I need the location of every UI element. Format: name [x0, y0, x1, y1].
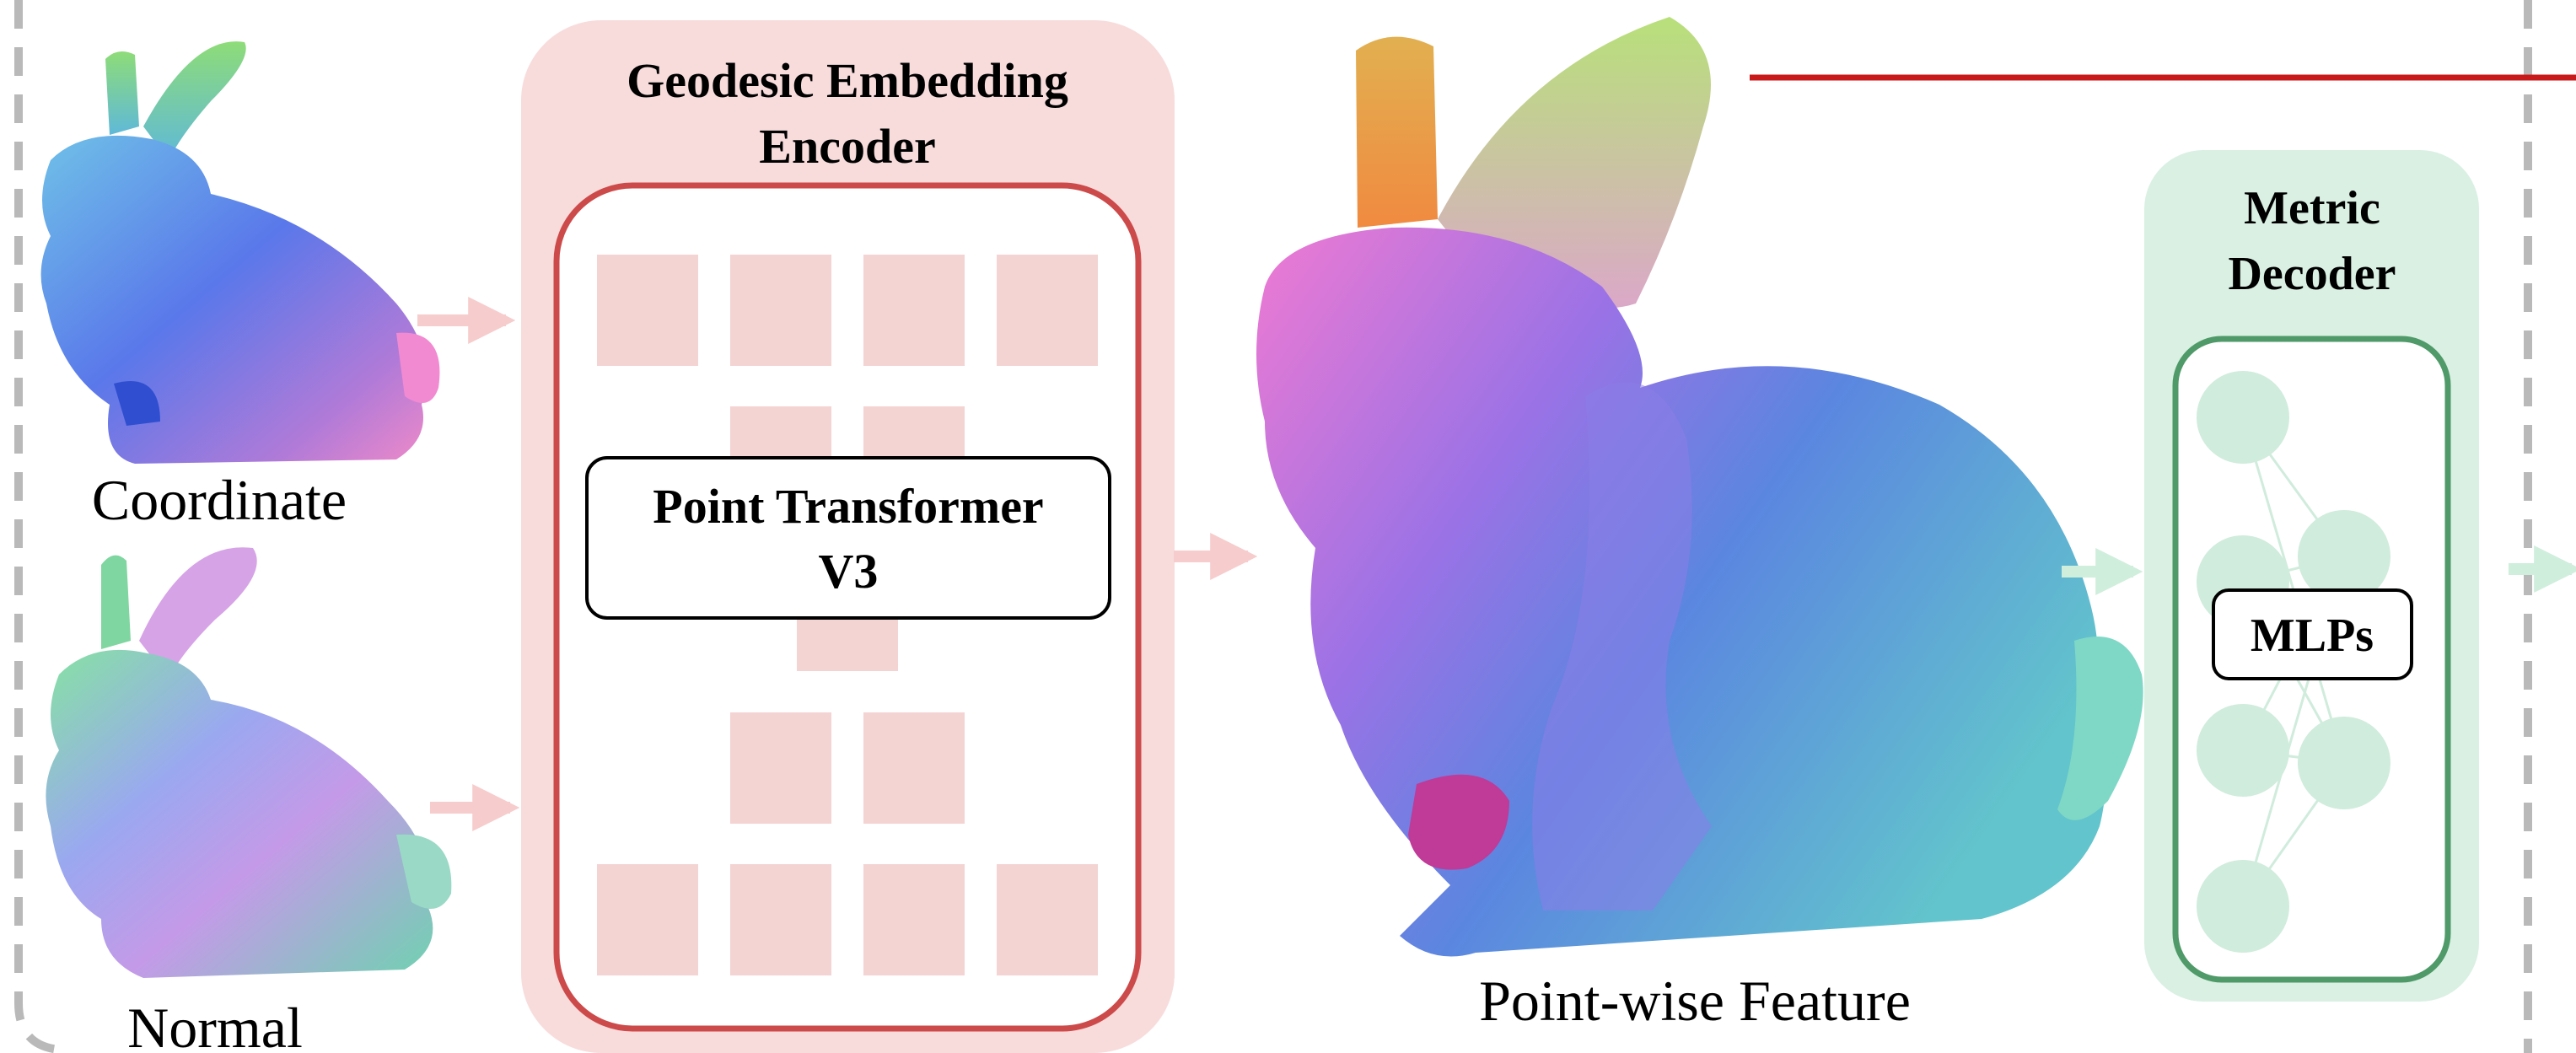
dashed-frame [14, 0, 2532, 1053]
block [597, 864, 698, 975]
mlp-node [2197, 860, 2289, 953]
normal-label: Normal [127, 996, 303, 1053]
mlps-label: MLPs [2251, 610, 2374, 662]
block [730, 255, 831, 366]
mlps-box [2212, 588, 2413, 680]
backbone-box [585, 456, 1111, 620]
decoder-title-line1: Metric [2244, 182, 2380, 234]
mlp-node [2197, 704, 2289, 797]
coordinate-bunny-image [40, 41, 440, 464]
backbone-label-line1: Point Transformer [653, 479, 1043, 534]
mlp-node [2197, 371, 2289, 464]
block [730, 712, 831, 824]
backbone-label-line2: V3 [819, 544, 879, 599]
block [730, 864, 831, 975]
encoder-title-line1: Geodesic Embedding [627, 53, 1068, 108]
encoder-title-line2: Encoder [759, 119, 935, 174]
block [997, 255, 1098, 366]
block [863, 255, 965, 366]
decoder-title-line2: Decoder [2228, 248, 2396, 300]
mlp-node [2298, 510, 2390, 603]
feature-label: Point-wise Feature [1479, 969, 1911, 1033]
normal-bunny-image [46, 547, 452, 978]
block [863, 712, 965, 824]
block [597, 255, 698, 366]
coordinate-label: Coordinate [92, 468, 347, 532]
feature-bunny-image [1256, 17, 2143, 957]
block [863, 864, 965, 975]
mlp-node [2298, 717, 2390, 809]
block [997, 864, 1098, 975]
